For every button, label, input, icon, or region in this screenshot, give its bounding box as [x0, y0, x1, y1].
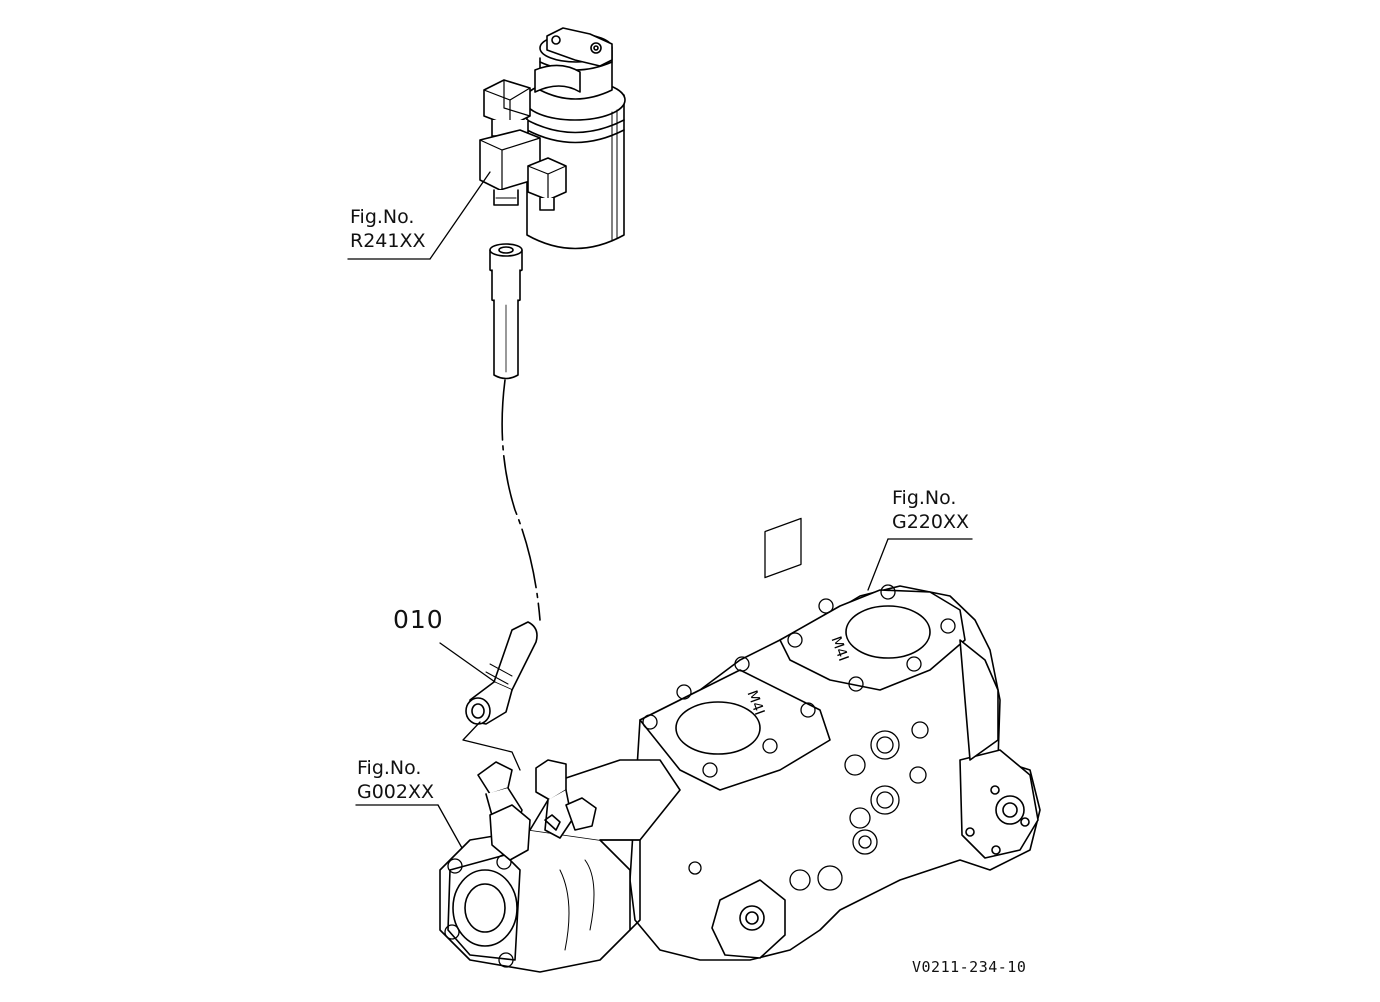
callout-g002-line2: G002XX — [357, 781, 435, 803]
callout-r241-line2: R241XX — [350, 230, 426, 252]
drawing-code: V0211-234-10 — [912, 958, 1027, 976]
callout-g220-line1: Fig.No. — [892, 487, 957, 509]
filter-canister-assembly — [479, 27, 626, 250]
part-number-label: 010 — [393, 605, 444, 634]
pump-valve-assembly: M4I M4I — [439, 517, 1041, 973]
callout-g002-line1: Fig.No. — [357, 757, 422, 779]
hose-line — [501, 379, 541, 621]
hose-upper-fitting — [489, 243, 523, 380]
callout-g220-label: Fig.No. G220XX — [892, 486, 969, 534]
callout-r241-line1: Fig.No. — [350, 206, 415, 228]
leader-lines — [347, 171, 973, 849]
callout-g002-label: Fig.No. G002XX — [357, 756, 434, 804]
callout-g220-line2: G220XX — [892, 511, 970, 533]
part-010-fitting — [465, 621, 538, 725]
callout-r241-label: Fig.No. R241XX — [350, 205, 426, 253]
